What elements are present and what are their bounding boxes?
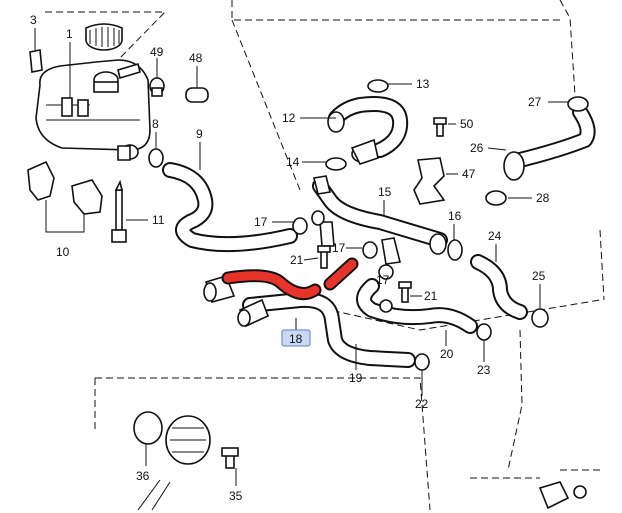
clamp-part-25 — [531, 308, 549, 328]
label-21b: 21 — [424, 289, 438, 303]
fitting-part-47 — [413, 157, 446, 205]
hose-part-24 — [470, 254, 528, 320]
label-14: 14 — [286, 155, 300, 169]
outlet-fitting — [538, 481, 587, 510]
label-20: 20 — [440, 347, 454, 361]
leader-lines — [34, 28, 568, 511]
label-18-highlight-box — [281, 329, 311, 347]
highlighted-hose-part-18 — [203, 257, 359, 303]
hose-part-19 — [237, 291, 416, 368]
label-1: 1 — [66, 27, 73, 41]
label-25: 25 — [532, 269, 546, 283]
label-11: 11 — [152, 213, 165, 227]
label-22: 22 — [415, 397, 429, 411]
label-35: 35 — [229, 489, 243, 503]
pipe-assembly-part-15 — [311, 175, 448, 265]
label-47: 47 — [462, 167, 476, 181]
bolts-part-21 — [317, 245, 412, 303]
clamp-part-23 — [476, 323, 492, 341]
clip-part-3 — [29, 49, 43, 73]
label-16: 16 — [448, 209, 462, 223]
expansion-tank — [35, 59, 151, 161]
label-27: 27 — [528, 95, 542, 109]
label-18: 18 — [289, 332, 303, 346]
label-50: 50 — [460, 117, 474, 131]
label-8: 8 — [152, 117, 159, 131]
clamp-part-16 — [447, 239, 463, 261]
hose-part-26 — [503, 104, 596, 181]
label-48: 48 — [189, 51, 203, 65]
clamp-part-22 — [414, 353, 430, 371]
label-9: 9 — [196, 127, 203, 141]
clamps-part-17 — [292, 217, 394, 280]
label-24: 24 — [488, 229, 502, 243]
clamp-part-8 — [148, 132, 164, 168]
bolt-part-50 — [433, 117, 447, 137]
label-19: 19 — [349, 371, 363, 385]
clamp-part-28 — [485, 190, 507, 206]
plug-part-48 — [185, 87, 209, 103]
mounting-brackets — [27, 160, 103, 233]
label-10: 10 — [56, 245, 70, 259]
label-17a: 17 — [254, 215, 268, 229]
clamp-part-27 — [567, 96, 589, 112]
label-23: 23 — [477, 363, 491, 377]
filler-cap — [85, 23, 123, 51]
label-49: 49 — [150, 45, 164, 59]
label-28: 28 — [536, 191, 550, 205]
label-13: 13 — [416, 77, 430, 91]
part-labels: 3 1 49 48 8 9 11 10 12 13 14 15 16 17 17… — [30, 13, 550, 503]
label-36: 36 — [136, 469, 150, 483]
hose-part-20 — [356, 278, 478, 334]
clamp-part-13 — [367, 79, 389, 93]
label-17b: 17 — [332, 241, 346, 255]
hose-part-9 — [162, 162, 298, 253]
label-26: 26 — [470, 141, 484, 155]
clamp-part-14 — [325, 157, 347, 171]
label-21a: 21 — [290, 253, 304, 267]
label-12: 12 — [282, 111, 296, 125]
bolt-part-11 — [111, 179, 127, 243]
thermostat-housing — [133, 411, 239, 469]
hose-part-12 — [327, 96, 409, 165]
clip-part-49 — [149, 77, 165, 97]
highlighted-hose-segment — [223, 271, 320, 299]
label-3: 3 — [30, 13, 37, 27]
label-17c: 17 — [376, 273, 390, 287]
label-15: 15 — [378, 185, 392, 199]
